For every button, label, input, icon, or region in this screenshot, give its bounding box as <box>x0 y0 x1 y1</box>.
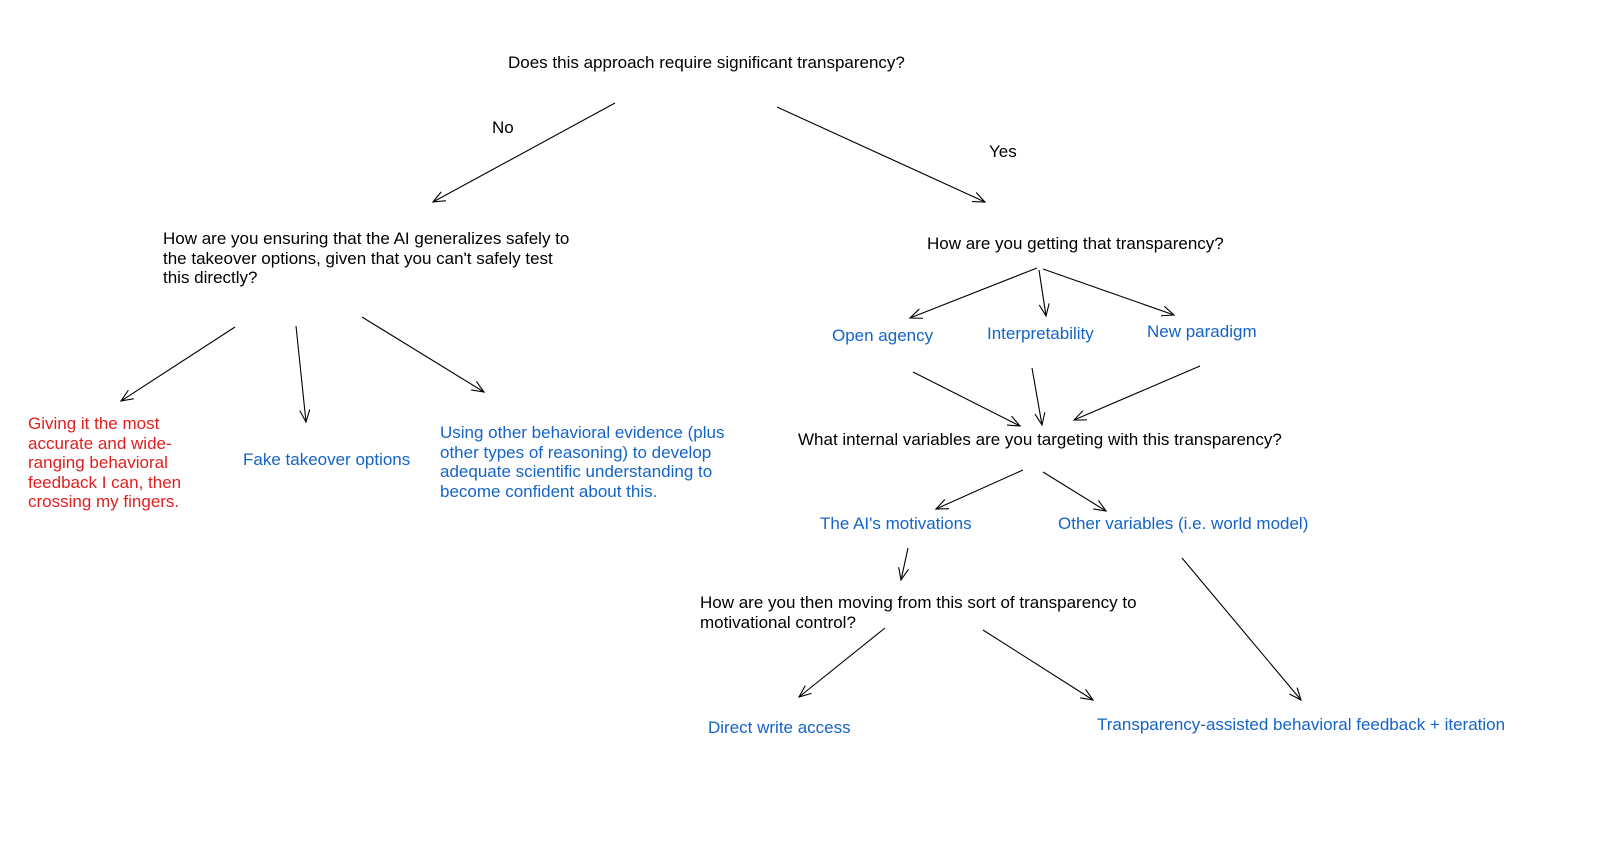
node-other-variables: Other variables (i.e. world model) <box>1058 514 1309 533</box>
arrow-left-question-to-fake-takeover <box>295 325 311 424</box>
node-moving-question: How are you then moving from this sort o… <box>700 593 1137 632</box>
arrow-internal-variables-to-ai-motivations <box>934 469 1024 510</box>
arrow-yes-branch <box>776 106 987 203</box>
arrow-moving-question-to-direct-write <box>797 627 886 698</box>
edge-label-yes: Yes <box>989 142 1017 161</box>
arrow-other-variables-to-transparency-assisted <box>1181 557 1302 702</box>
arrow-right-question-to-new-paradigm <box>1042 268 1176 317</box>
node-internal-variables-question: What internal variables are you targetin… <box>798 430 1282 449</box>
node-fake-takeover-leaf: Fake takeover options <box>243 450 411 469</box>
node-direct-write-access: Direct write access <box>708 718 851 737</box>
node-behavioral-evidence-leaf: Using other behavioral evidence (plus ot… <box>440 423 725 501</box>
node-right-question: How are you getting that transparency? <box>927 234 1224 253</box>
arrow-left-question-to-behavioral-feedback <box>119 326 236 402</box>
node-interpretability: Interpretability <box>987 324 1094 343</box>
node-left-question: How are you ensuring that the AI general… <box>163 229 570 288</box>
node-transparency-assisted: Transparency-assisted behavioral feedbac… <box>1097 715 1506 734</box>
arrow-new-paradigm-to-internal-variables <box>1072 365 1201 421</box>
arrow-right-question-to-interpretability <box>1038 269 1050 318</box>
node-root-question: Does this approach require significant t… <box>508 53 905 72</box>
arrow-moving-question-to-transparency-assisted <box>982 629 1095 701</box>
node-ai-motivations: The AI's motivations <box>820 514 972 533</box>
arrow-left-question-to-behavioral-evidence <box>361 316 486 393</box>
node-open-agency: Open agency <box>832 326 934 345</box>
arrow-interpretability-to-internal-variables <box>1031 367 1046 427</box>
arrow-open-agency-to-internal-variables <box>912 371 1022 427</box>
arrow-internal-variables-to-other-variables <box>1042 471 1108 512</box>
edge-label-no: No <box>492 118 514 137</box>
arrow-right-question-to-open-agency <box>908 267 1038 319</box>
arrow-no-branch <box>431 102 616 203</box>
node-behavioral-feedback-leaf: Giving it the most accurate and wide- ra… <box>28 414 182 512</box>
arrow-ai-motivations-to-moving-question <box>898 547 909 582</box>
node-new-paradigm: New paradigm <box>1147 322 1257 341</box>
